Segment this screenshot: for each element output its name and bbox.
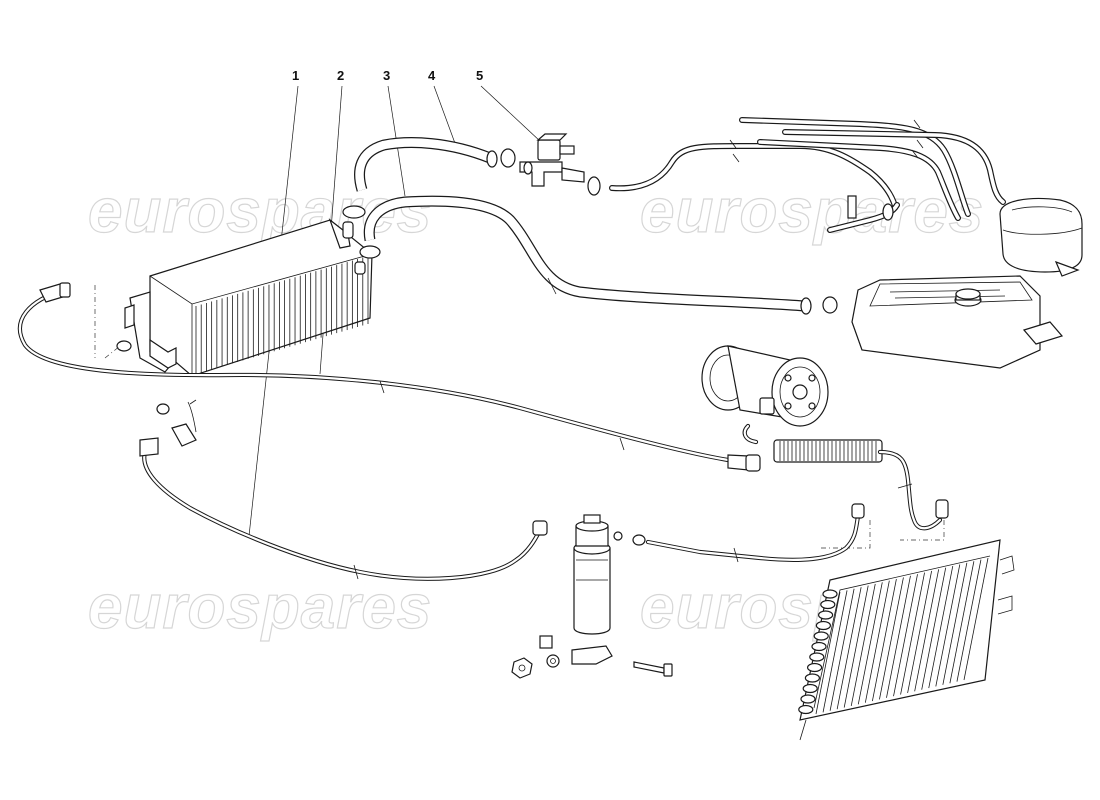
fin-line (879, 577, 904, 700)
fin-line (949, 561, 975, 684)
tube-bend (813, 631, 829, 641)
tube-bend (809, 652, 825, 662)
callout-1: 1 (292, 68, 299, 83)
hose-3 (363, 195, 838, 315)
refrigerant-line-2 (17, 282, 761, 472)
callout-4: 4 (428, 68, 436, 83)
callout-2: 2 (337, 68, 344, 83)
drier-bracket (571, 645, 613, 665)
expansion-tank (851, 275, 1064, 369)
fin-line (850, 583, 876, 706)
bolt (633, 661, 665, 674)
fin-line (864, 580, 890, 703)
tube-bend (820, 599, 836, 610)
condenser (798, 539, 1015, 741)
watermark-top-right: eurospares (640, 177, 984, 246)
tube-bend (811, 641, 827, 652)
watermark-bottom-left: eurospares (88, 573, 432, 642)
fin-line (907, 570, 933, 694)
tube-bend (798, 704, 814, 715)
fin-line (921, 567, 947, 690)
flex-hose-ridges (779, 441, 877, 461)
fin-line (935, 564, 961, 687)
coolant-pipe-assembly (587, 117, 1006, 233)
fin-line (836, 587, 862, 710)
mounting-hardware (511, 635, 673, 679)
washer (546, 654, 560, 668)
fin-line (942, 562, 968, 685)
condenser-tube-bends (798, 589, 838, 715)
leader-4 (433, 85, 457, 147)
fin-line (900, 572, 925, 695)
receiver-drier (573, 514, 646, 635)
fin-line (956, 559, 982, 682)
condenser-fins (815, 557, 989, 715)
pipe-clamp (882, 203, 894, 221)
pipe-bracket (847, 195, 857, 219)
fin-line (886, 575, 911, 698)
callout-5: 5 (476, 68, 483, 83)
tube-bend (806, 662, 823, 673)
tube-bend (817, 610, 834, 620)
water-valve (519, 133, 585, 187)
tube-bend (804, 673, 821, 683)
valve-outlet-clamp (587, 176, 601, 196)
nut (511, 657, 533, 679)
fin-line (815, 591, 841, 715)
fin-line (963, 557, 989, 681)
callout-3: 3 (383, 68, 390, 83)
fin-line (822, 590, 848, 713)
fin-line (857, 582, 883, 705)
fin-line (829, 588, 855, 711)
core-fittings (156, 399, 197, 447)
drier-outlet-pipe (645, 503, 865, 563)
hose-clamps (342, 205, 381, 275)
refrigerant-line-1 (139, 437, 548, 581)
evaporator-fins (195, 256, 369, 374)
leader-5 (480, 85, 542, 143)
evaporator-core (94, 218, 373, 377)
fin-line (871, 578, 897, 702)
fin-line (893, 574, 918, 697)
overflow-canister (999, 197, 1083, 277)
hose-4 (354, 137, 516, 192)
watermarks: eurospares eurospares eurospares eurospa… (87, 176, 984, 642)
tube-bend (800, 694, 816, 704)
tube-bend (802, 683, 818, 694)
compressor-outlet-line (742, 423, 949, 549)
fin-line (928, 566, 954, 689)
clip (539, 635, 553, 649)
compressor (701, 345, 829, 427)
fin-line (843, 585, 869, 708)
tube-bend (815, 620, 832, 631)
tube-bend (822, 589, 838, 599)
fin-line (914, 569, 940, 692)
